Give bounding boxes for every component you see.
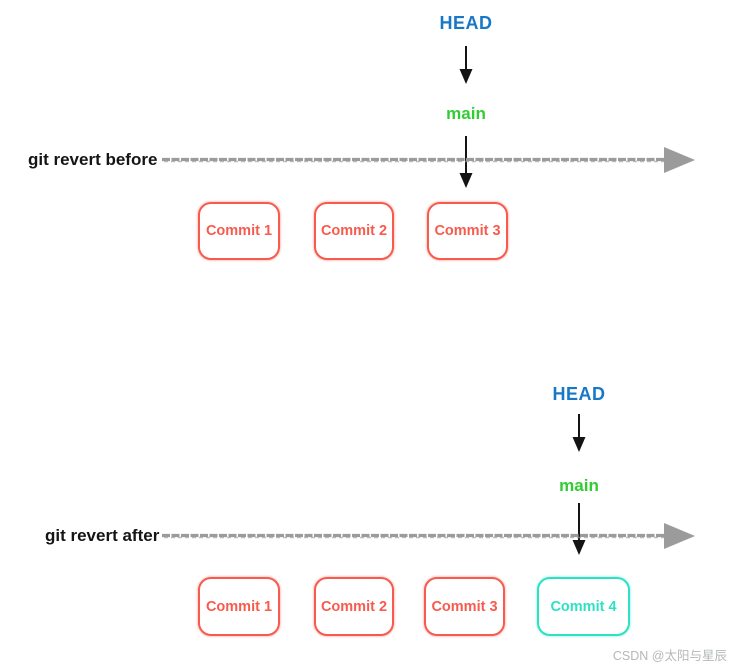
down-arrow-icon [572, 414, 586, 452]
commit-box: Commit 1 [198, 577, 280, 636]
commit-box-new: Commit 4 [537, 577, 630, 636]
commit-box: Commit 1 [198, 202, 280, 260]
down-arrow-icon [572, 503, 586, 555]
main-branch-label-after: main [559, 476, 599, 495]
down-arrow-icon [459, 136, 473, 188]
commit-box: Commit 3 [424, 577, 505, 636]
commit-label: Commit 3 [431, 598, 498, 615]
main-branch-label-before: main [446, 104, 486, 123]
timeline-arrow-icon [162, 523, 695, 549]
down-arrow-icon [459, 46, 473, 84]
csdn-watermark: CSDN @太阳与星辰 [612, 649, 727, 663]
commit-label: Commit 4 [550, 598, 617, 615]
commit-label: Commit 2 [320, 598, 388, 615]
commit-box: Commit 2 [314, 577, 394, 636]
section-label-before: git revert before [28, 150, 158, 169]
commit-box: Commit 3 [427, 202, 508, 260]
commit-label: Commit 2 [320, 223, 388, 239]
timeline-arrow-icon [162, 147, 695, 173]
head-label-after: HEAD [552, 384, 606, 404]
commit-label: Commit 1 [205, 598, 273, 615]
section-label-after: git revert after [45, 526, 160, 545]
commit-label: Commit 3 [434, 223, 501, 239]
commit-box: Commit 2 [314, 202, 394, 260]
commit-label: Commit 1 [205, 223, 273, 239]
head-label-before: HEAD [439, 13, 493, 33]
